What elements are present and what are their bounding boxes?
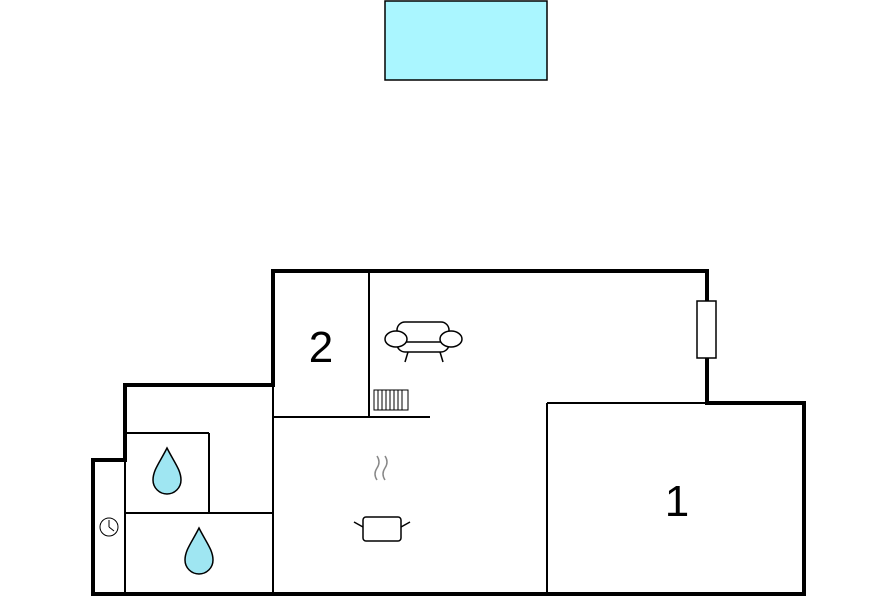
window-icon	[696, 300, 717, 359]
pool-icon	[384, 0, 548, 81]
water-drop-icon	[152, 446, 182, 495]
sofa-icon	[384, 321, 463, 363]
radiator-icon	[373, 389, 409, 411]
boiler-clock-icon	[99, 517, 119, 537]
room-1-label: 1	[665, 477, 689, 526]
outer-wall	[91, 269, 806, 596]
water-drop-icon	[184, 526, 214, 575]
stove-pot-icon	[353, 455, 411, 542]
room-2-label: 2	[309, 323, 333, 372]
inner-walls	[124, 271, 707, 594]
